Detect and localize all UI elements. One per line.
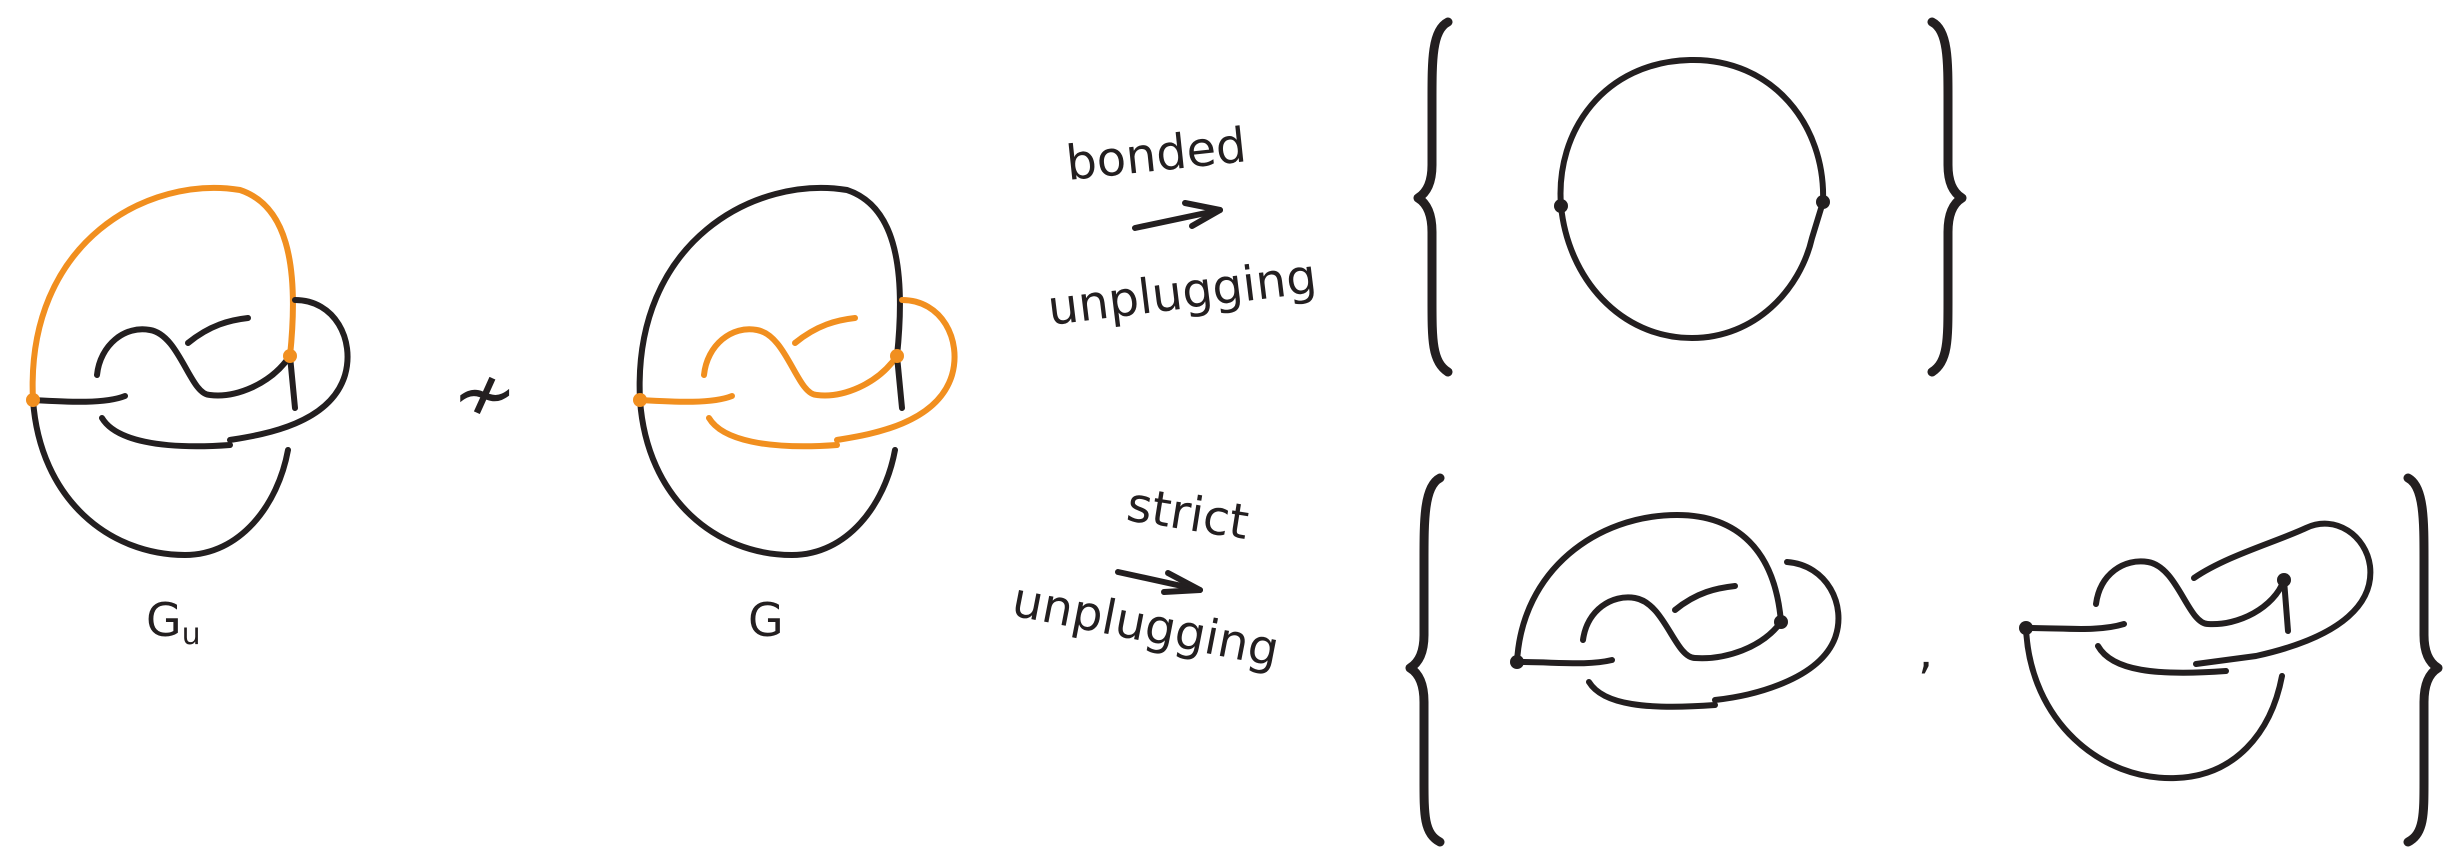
arrow-strict: strict unplugging: [1008, 477, 1284, 679]
sr2-loop: [2093, 558, 2287, 628]
arrow-bonded-label-2: unplugging: [1045, 248, 1320, 337]
sr2-vertex-right: [2277, 573, 2291, 587]
arrow-strict-head: [1161, 570, 1203, 595]
theta-vertex-right: [1816, 195, 1830, 209]
sr2-vertex-left: [2019, 621, 2033, 635]
strict-comma: ,: [1918, 624, 1933, 680]
result-set-strict: ,: [1405, 473, 2443, 847]
g-upper-arc: [636, 184, 903, 403]
sr2-vertical: [2281, 577, 2291, 634]
sr1-upper-strand: [1672, 583, 1738, 613]
not-isomorphic-symbol: ≁: [452, 349, 517, 439]
gu-strand-upper: [185, 315, 251, 346]
sr1-vertex-right: [1774, 615, 1788, 629]
g-strand-upper: [792, 315, 858, 346]
graph-gu: [26, 184, 351, 558]
sr1-left-strand: [1514, 657, 1615, 667]
gu-vertex-right: [283, 349, 297, 363]
arrow-bonded-shaft: [1132, 207, 1223, 231]
strict-result-2: [2019, 520, 2374, 782]
label-gu: Gu: [146, 593, 201, 652]
gu-orange-arc: [29, 184, 296, 403]
sr1-bottom-pass: [1586, 679, 1718, 710]
gu-loop: [94, 326, 293, 399]
arrow-strict-label-2: unplugging: [1008, 572, 1284, 679]
gu-vertex-left: [26, 393, 40, 407]
arrow-strict-shaft: [1115, 569, 1203, 593]
brace-top-right: [1927, 17, 1967, 377]
strict-result-1: [1510, 512, 1842, 710]
sr2-lower-arc: [2023, 625, 2285, 782]
theta-upper-arc: [1557, 56, 1827, 209]
sr2-upper-strand: [2191, 520, 2374, 667]
label-g: G: [748, 593, 784, 647]
theta-vertex-left: [1554, 199, 1568, 213]
gu-strand-left: [30, 393, 128, 405]
sr1-upper-arc: [1514, 512, 1784, 665]
theta-lower-arc: [1558, 199, 1826, 341]
arrow-bonded: bonded unplugging: [1045, 117, 1320, 337]
g-hook: [834, 297, 958, 443]
graph-g: [633, 184, 958, 558]
g-bottom-pass: [706, 415, 840, 450]
sr2-left-strand: [2023, 621, 2127, 632]
sr2-bottom-pass: [2095, 643, 2229, 676]
gu-bottom-pass: [99, 415, 233, 450]
brace-bottom-left: [1405, 473, 1445, 847]
g-strand-left: [637, 393, 735, 405]
result-set-bonded: [1413, 17, 1967, 377]
sr1-vertex-left: [1510, 655, 1524, 669]
brace-top-left: [1413, 17, 1453, 377]
g-lower-arc: [637, 397, 898, 558]
sr1-hook: [1712, 559, 1842, 703]
arrow-bonded-head: [1182, 200, 1223, 229]
g-vertex-right: [890, 349, 904, 363]
g-vertex-left: [633, 393, 647, 407]
sr1-loop: [1580, 594, 1784, 662]
g-vertical: [894, 353, 905, 411]
gu-hook: [227, 297, 351, 443]
arrow-bonded-label-1: bonded: [1063, 117, 1249, 192]
brace-bottom-right: [2403, 473, 2443, 847]
g-loop: [701, 326, 900, 399]
arrow-strict-label-1: strict: [1123, 477, 1252, 551]
gu-lower-arc: [30, 397, 291, 558]
gu-vertical: [287, 353, 298, 411]
